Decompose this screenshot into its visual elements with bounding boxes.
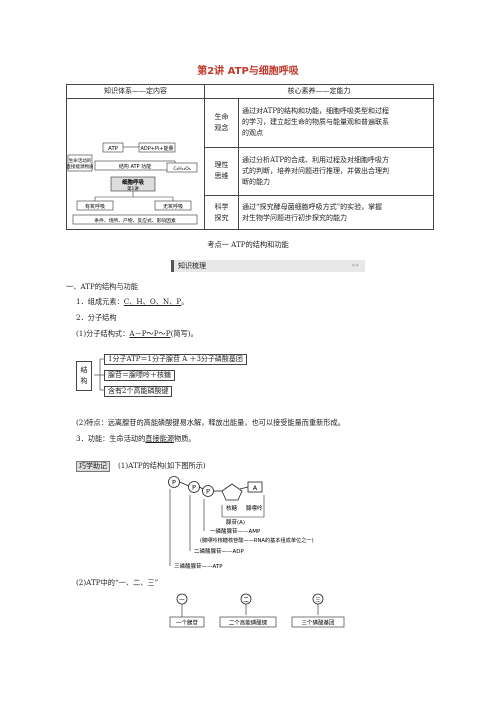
table-header-right: 核心素养——定能力 <box>204 84 434 99</box>
answer-function: 直接能源 <box>145 434 175 443</box>
map-adp: ADP+Pi+能量 <box>141 145 174 152</box>
adp-label: 二磷酸腺苷——ADP <box>194 547 244 555</box>
num-two: 二 <box>243 598 249 604</box>
num-three: 三 <box>315 597 321 604</box>
one-two-three-diagram: 一 二 三 一个腺苷 二个高能磷酸键 三个磷酸基团 <box>169 593 345 628</box>
amp-label: 一磷酸腺苷——AMP <box>210 527 261 535</box>
map-atp: ATP <box>108 146 119 152</box>
atp-label: 三磷酸腺苷——ATP <box>174 562 223 570</box>
map-left-bottom: 有氧呼吸 <box>85 203 105 210</box>
label-two: 二个高能磷酸键 <box>229 619 268 627</box>
page-title: 第2讲 ATP与细胞呼吸 <box>197 66 299 77</box>
adenine-label: 腺嘌呤 <box>246 504 263 512</box>
concept-map-cell: ATP ADP+Pi+能量 结构 ATP 功能 生命活动的 直接能源物质 细胞呼… <box>66 98 205 230</box>
bracket-item-2: 腺苷＝腺嘌呤＋核糖 <box>104 370 175 381</box>
knowledge-banner: 知识梳理 »» <box>171 260 365 272</box>
row-label-3: 科学探究 <box>204 195 239 230</box>
num-one: 一 <box>179 598 185 604</box>
section-heading: 考点一 ATP的结构和功能 <box>207 240 289 249</box>
concept-map: ATP ADP+Pi+能量 结构 ATP 功能 生命活动的 直接能源物质 细胞呼… <box>67 142 198 225</box>
map-side-2: 直接能源物质 <box>67 163 94 170</box>
line-3: 2．分子结构 <box>76 313 117 322</box>
map-bottom: 条件、场所、产物、反应式、影响因素 <box>94 217 176 224</box>
ribose-shape <box>221 483 243 501</box>
adenine-a: A <box>253 484 258 492</box>
answer-formula: A－P～P～P <box>129 329 171 338</box>
line-4: (1)分子结构式：A－P～P～P(简写)。 <box>76 329 198 338</box>
line-2: 1．组成元素：C、H、O、N、P。 <box>76 297 189 306</box>
row-text-3: 通过“探究酵母菌细胞呼吸方式”的实验，掌握对生物学问题进行初步探究的能力 <box>238 195 434 230</box>
row-label-2: 理性思维 <box>204 146 239 197</box>
line-6: 3．功能：生命活动的直接能源物质。 <box>76 434 196 443</box>
map-side-1: 生命活动的 <box>69 157 92 164</box>
table-header-left: 知识体系——定内容 <box>66 84 205 99</box>
overview-table: 知识体系——定内容 核心素养——定能力 ATP ADP+Pi+能量 结构 ATP… <box>66 84 434 230</box>
bracket-item-1: 1分子ATP＝1分子腺苷 A ＋3分子磷酸基团 <box>104 354 247 365</box>
ribose-label: 核糖 <box>226 504 238 512</box>
banner-label: 知识梳理 <box>178 262 206 270</box>
structure-label: 结构 <box>76 361 92 391</box>
tip-text: (1)ATP的结构(如下图所示) <box>118 461 206 470</box>
map-structure: 结构 ATP 功能 <box>119 163 151 170</box>
amp-note: (腺嘌呤核糖核苷酸——RNA的基本组成单位之一) <box>200 536 314 544</box>
map-right-box: C₆H₁₂O₆ <box>173 166 190 172</box>
map-center-sub: 第1讲 <box>127 185 139 192</box>
line-7: (2)ATP中的“一、二、三” <box>76 578 159 587</box>
bracket-item-3: 含有2个高能磷酸键 <box>104 386 173 397</box>
label-one: 一个腺苷 <box>176 619 199 627</box>
atp-structure-diagram: P P P A 核糖 腺嘌呤 腺苷(A) 一磷酸腺苷——AMP (腺嘌呤核糖核苷… <box>168 476 314 570</box>
bracket-lines <box>94 358 104 391</box>
phosphate-1: P <box>172 479 176 487</box>
answer-elements: C、H、O、N、P <box>123 297 182 306</box>
line-1: 一、ATP的结构与功能 <box>66 282 138 291</box>
banner-arrows: »» <box>351 262 359 269</box>
line-5: (2)特点：远离腺苷的高能磷酸键易水解，释放出能量，也可以接受能量而重新形成。 <box>76 418 345 427</box>
label-three: 三个磷酸基团 <box>301 619 335 627</box>
phosphate-2: P <box>192 484 196 492</box>
adenosine-label: 腺苷(A) <box>226 518 245 526</box>
phosphate-3: P <box>206 488 210 496</box>
row-label-1: 生命观念 <box>204 98 239 148</box>
row-text-1: 通过对ATP的结构和功能，细胞呼吸类型和过程的学习，建立起生命的物质与能量观和普… <box>238 98 434 148</box>
tip-label: 巧学助记 <box>76 461 110 472</box>
map-center: 细胞呼吸 <box>122 178 145 186</box>
row-text-2: 通过分析ATP的合成、利用过程及对细胞呼吸方式的判断，培养对问题进行推理，并做出… <box>238 146 434 197</box>
map-right-bottom: 无氧呼吸 <box>163 203 183 210</box>
